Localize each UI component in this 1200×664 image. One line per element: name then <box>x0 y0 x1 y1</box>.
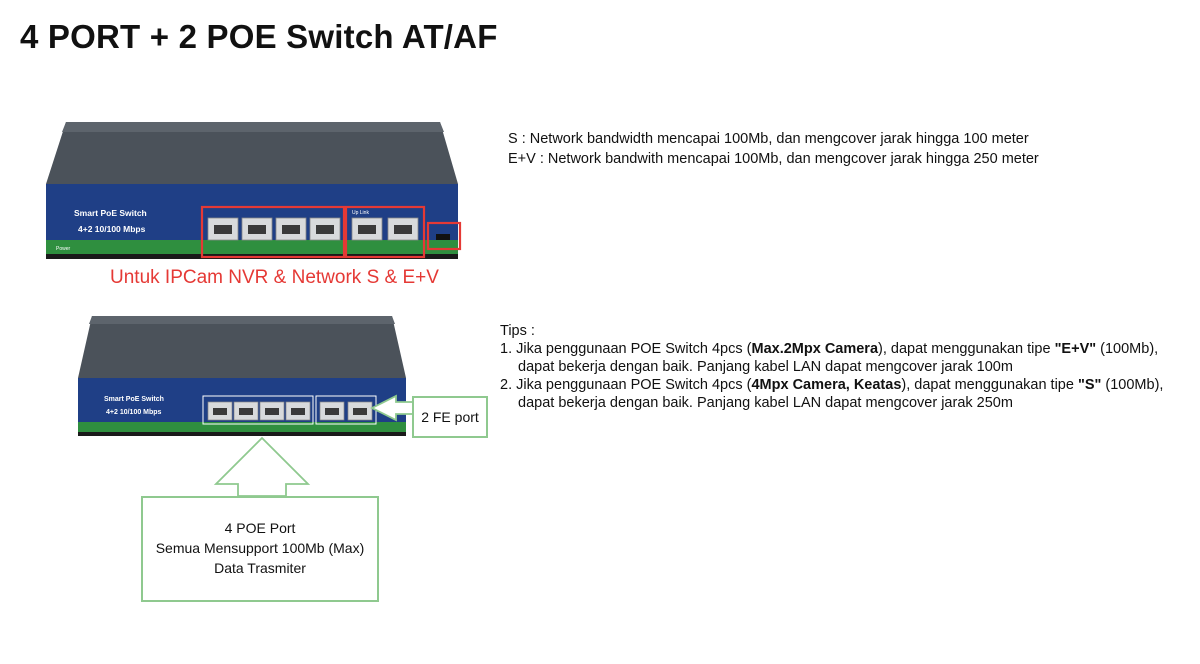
tips-block: Tips : 1. Jika penggunaan POE Switch 4pc… <box>500 322 1163 412</box>
tip-1: 1. Jika penggunaan POE Switch 4pcs (Max.… <box>500 341 1159 357</box>
switch-power-top: Power <box>56 246 71 252</box>
red-caption: Untuk IPCam NVR & Network S & E+V <box>110 267 439 288</box>
switch-image-bottom: Smart PoE Switch 4+2 10/100 Mbps <box>78 316 421 497</box>
tips-heading: Tips : <box>500 323 535 339</box>
poe-callout-line1: 4 POE Port <box>224 520 296 536</box>
tip-1-line2: dapat bekerja dengan baik. Panjang kabel… <box>518 359 1013 375</box>
switch-spec-bottom: 4+2 10/100 Mbps <box>106 409 162 416</box>
note-s: S : Network bandwidth mencapai 100Mb, da… <box>508 131 1029 147</box>
switch-brand-bottom: Smart PoE Switch <box>104 396 164 403</box>
poe-arrow-icon <box>213 436 311 497</box>
uplink-ports-highlight <box>344 205 426 259</box>
note-ev: E+V : Network bandwith mencapai 100Mb, d… <box>508 151 1039 167</box>
poe-callout-line3: Data Trasmiter <box>214 560 306 576</box>
switch-spec-top: 4+2 10/100 Mbps <box>78 224 146 234</box>
tip-2-line2: dapat bekerja dengan baik. Panjang kabel… <box>518 395 1013 411</box>
fe-port-callout: 2 FE port <box>412 396 488 438</box>
switch-brand-top: Smart PoE Switch <box>74 208 147 218</box>
uplink-label-top: Up Link <box>352 210 369 216</box>
page-title: 4 PORT + 2 POE Switch AT/AF <box>20 18 498 55</box>
dip-switch-highlight <box>426 221 462 251</box>
switch-image-top: Smart PoE Switch 4+2 10/100 Mbps Power U… <box>46 122 462 259</box>
poe-callout-line2: Semua Mensupport 100Mb (Max) <box>155 540 365 556</box>
poe-ports-highlight <box>200 205 346 259</box>
tip-2: 2. Jika penggunaan POE Switch 4pcs (4Mpx… <box>500 377 1164 393</box>
poe-callout-box: 4 POE Port Semua Mensupport 100Mb (Max) … <box>141 496 379 602</box>
